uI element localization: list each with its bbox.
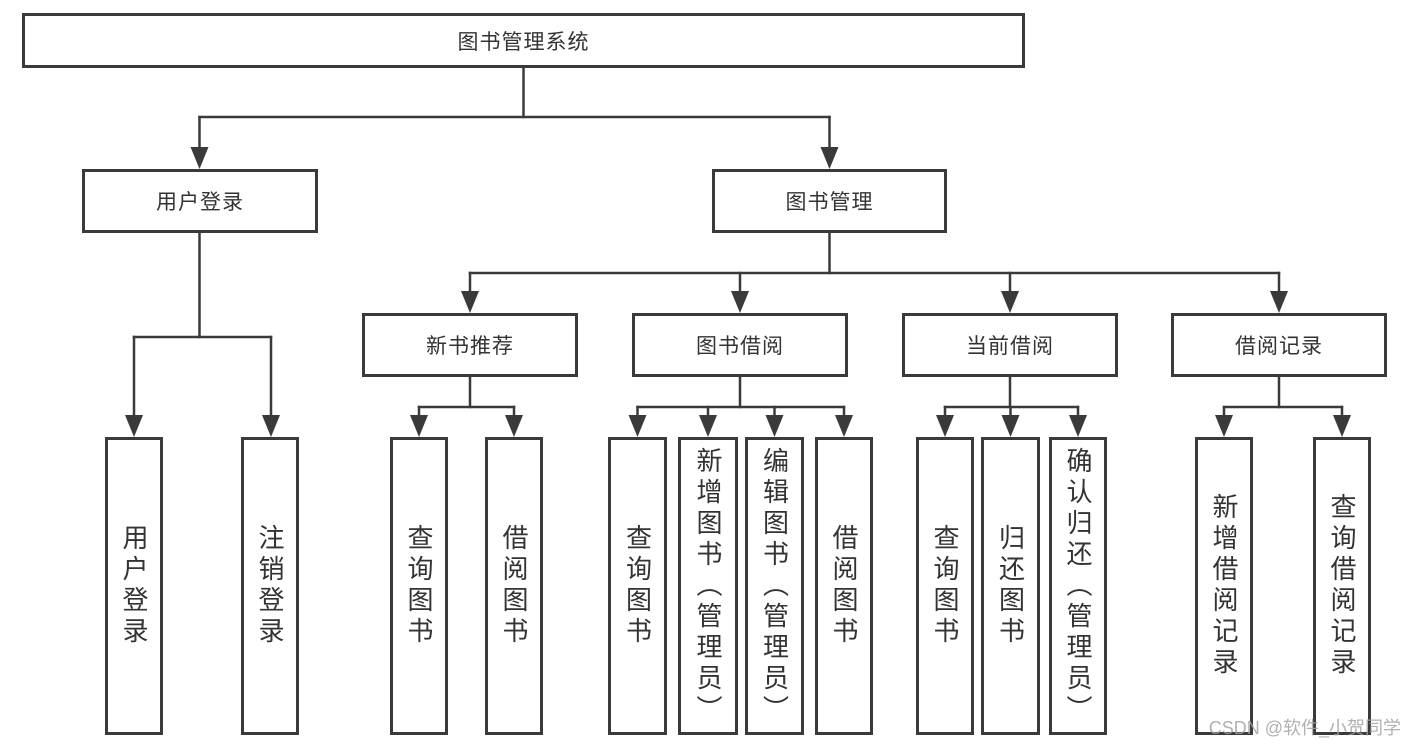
node-label: 当前借阅 xyxy=(966,335,1054,358)
leaf-query-books-current: 查询图书 xyxy=(916,437,974,735)
node-label: 查询图书 xyxy=(404,524,434,648)
node-book-borrowing: 图书借阅 xyxy=(632,313,848,377)
node-label: 借阅记录 xyxy=(1235,335,1323,358)
edge-records-to-leaves xyxy=(1215,375,1351,437)
leaf-query-books-borrowing: 查询图书 xyxy=(608,437,667,735)
node-label: 借阅图书 xyxy=(499,524,529,648)
node-label: 查询图书 xyxy=(622,524,653,648)
node-label: 图书管理 xyxy=(785,191,874,214)
leaf-query-borrow-record: 查询借阅记录 xyxy=(1313,437,1371,735)
node-label: 新增借阅记录 xyxy=(1209,493,1239,679)
node-label: 归还图书 xyxy=(995,524,1026,648)
node-label: 图书借阅 xyxy=(696,335,784,358)
leaf-add-book-admin: 新增图书（管理员） xyxy=(678,437,738,735)
node-library-system: 图书管理系统 xyxy=(22,13,1025,68)
node-label: 注销登录 xyxy=(255,524,285,648)
node-new-book-recommend: 新书推荐 xyxy=(362,313,578,377)
node-label: 用户登录 xyxy=(119,524,149,648)
leaf-query-books-recommend: 查询图书 xyxy=(390,437,448,735)
edge-mgmt-to-modules xyxy=(461,231,1288,313)
leaf-return-book: 归还图书 xyxy=(981,437,1040,735)
node-label: 用户登录 xyxy=(156,191,244,214)
node-current-borrowing: 当前借阅 xyxy=(902,313,1118,377)
node-borrowing-records: 借阅记录 xyxy=(1171,313,1387,377)
leaf-add-borrow-record: 新增借阅记录 xyxy=(1195,437,1253,735)
node-user-login: 用户登录 xyxy=(82,169,318,233)
node-label: 新书推荐 xyxy=(426,335,514,358)
leaf-borrow-books: 借阅图书 xyxy=(815,437,873,735)
edge-login-to-leaves xyxy=(125,231,280,437)
watermark-text: CSDN @软件_小贺同学 xyxy=(1208,718,1401,738)
leaf-logout: 注销登录 xyxy=(241,437,299,735)
node-label: 借阅图书 xyxy=(829,524,859,648)
node-label: 确认归还（管理员） xyxy=(1063,446,1093,726)
node-label: 编辑图书（管理员） xyxy=(759,446,790,726)
edge-current-to-leaves xyxy=(936,375,1087,437)
node-book-management: 图书管理 xyxy=(712,169,947,233)
edge-borrowing-to-leaves xyxy=(628,375,853,437)
leaf-borrow-books-recommend: 借阅图书 xyxy=(485,437,543,735)
node-label: 新增图书（管理员） xyxy=(693,446,723,726)
node-label: 图书管理系统 xyxy=(457,30,590,54)
edge-root-to-branches xyxy=(190,66,839,169)
node-label: 查询借阅记录 xyxy=(1327,493,1357,679)
leaf-edit-book-admin: 编辑图书（管理员） xyxy=(745,437,804,735)
leaf-confirm-return-admin: 确认归还（管理员） xyxy=(1049,437,1107,735)
node-label: 查询图书 xyxy=(930,524,960,648)
edge-recommend-to-leaves xyxy=(410,375,523,437)
leaf-user-login: 用户登录 xyxy=(105,437,163,735)
